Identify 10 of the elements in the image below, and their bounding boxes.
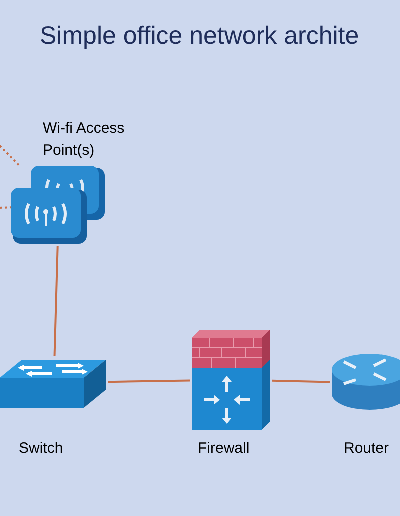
connection-line xyxy=(108,380,190,384)
dotted-connection-line xyxy=(0,145,20,167)
title: Simple office network archite xyxy=(40,21,360,52)
connection-line xyxy=(272,380,330,384)
connection-line xyxy=(54,246,59,356)
node-label: Switch xyxy=(19,439,64,459)
dotted-connection-line xyxy=(0,206,12,209)
node-label: Wi-fi Access Point(s) xyxy=(43,119,126,161)
node-label: Router xyxy=(344,439,390,459)
node-label: Firewall xyxy=(198,439,250,459)
